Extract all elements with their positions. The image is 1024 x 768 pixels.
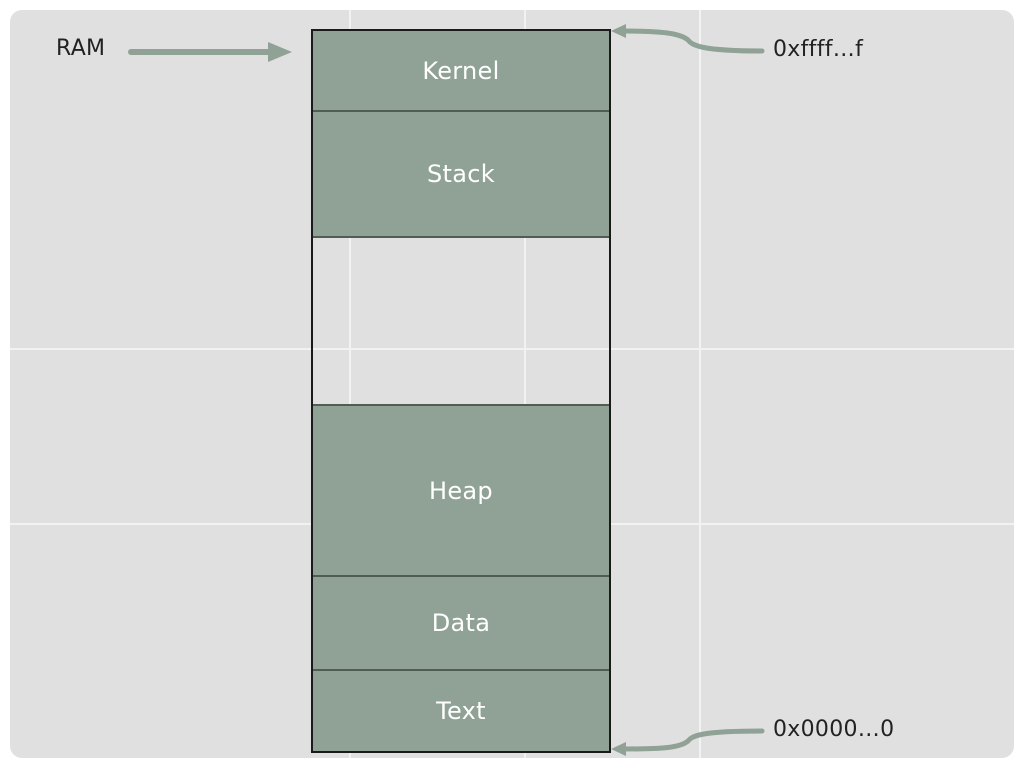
data-label: Data bbox=[431, 609, 491, 637]
heap-segment: Heap bbox=[313, 404, 609, 577]
bottom-address-arrow bbox=[611, 728, 765, 756]
top-address-label: 0xffff…f bbox=[773, 37, 864, 62]
text-segment: Text bbox=[313, 671, 609, 751]
bottom-address-label: 0x0000…0 bbox=[773, 717, 895, 742]
gridline-horizontal bbox=[10, 348, 1014, 350]
ram-label: RAM bbox=[56, 36, 106, 61]
gridline-vertical bbox=[699, 10, 701, 758]
stack-segment: Stack bbox=[313, 112, 609, 238]
top-address-arrow bbox=[611, 24, 765, 54]
text-label: Text bbox=[436, 697, 486, 725]
kernel-label: Kernel bbox=[422, 56, 500, 85]
data-segment: Data bbox=[313, 577, 609, 671]
heap-label: Heap bbox=[429, 476, 493, 505]
kernel-segment: Kernel bbox=[313, 31, 609, 112]
memory-layout: Kernel Stack Heap Data Text bbox=[311, 29, 611, 753]
gridline-vertical bbox=[524, 10, 526, 758]
stack-label: Stack bbox=[427, 160, 495, 188]
gridline-vertical bbox=[349, 10, 351, 758]
ram-arrow bbox=[128, 42, 292, 62]
